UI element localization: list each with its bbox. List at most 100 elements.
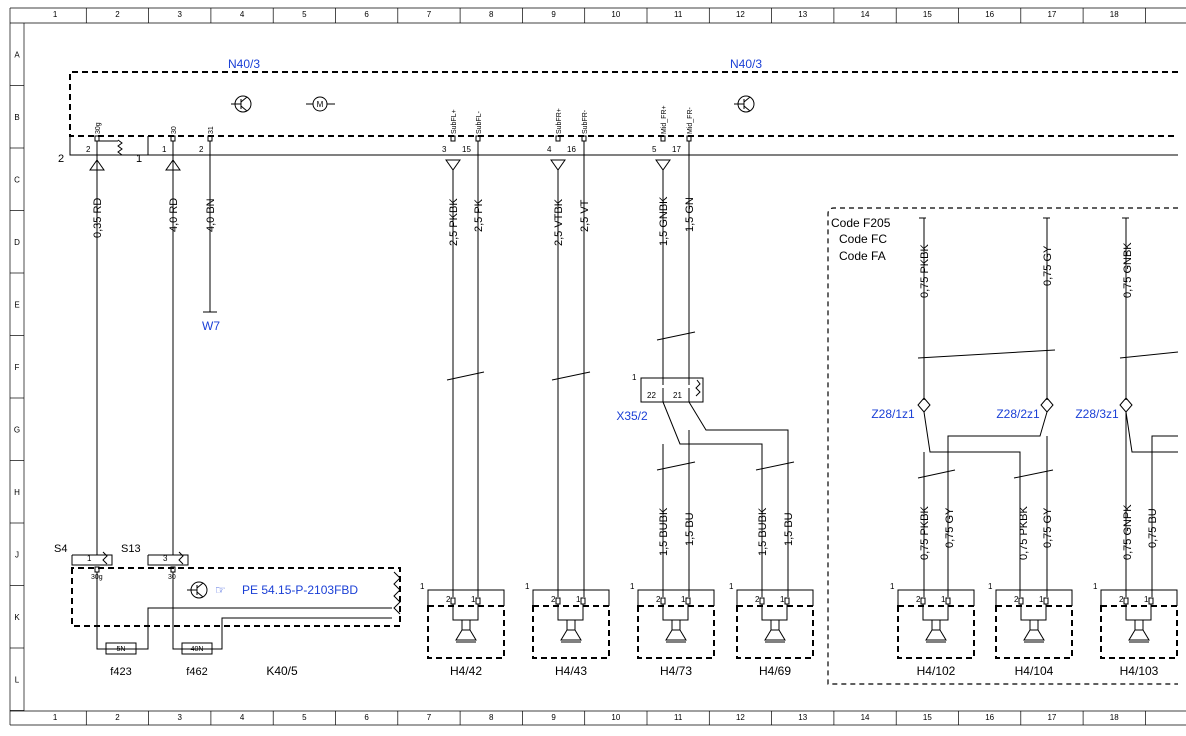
pe-reference-link[interactable]: PE 54.15-P-2103FBD <box>242 583 358 597</box>
grid-column-number: 1 <box>53 10 58 19</box>
grid-row-letter: F <box>15 363 20 372</box>
wire-label: 0,35 RD <box>92 198 104 238</box>
grid-column-number: 10 <box>611 10 620 19</box>
module-pin-terminals <box>94 135 692 156</box>
wire-label: 1,5 BU <box>684 512 696 546</box>
code-line-1: Code F205 <box>831 216 891 230</box>
mid-fr-wiring: 1 22 21 X35/2 <box>616 141 795 597</box>
svg-text:5: 5 <box>652 145 657 154</box>
svg-text:1: 1 <box>576 595 581 604</box>
grid-row-letter: K <box>14 613 20 622</box>
pin-label: Mid_FR- <box>687 106 694 134</box>
svg-text:1: 1 <box>630 582 635 591</box>
grid-column-number: 3 <box>178 713 183 722</box>
pin-label: Mid_FR+ <box>661 105 668 134</box>
z28-3-label: Z28/3z1 <box>1075 407 1119 421</box>
grid-row-letter: J <box>15 550 19 559</box>
wire-labels: 0,35 RD 4,0 RD 4,0 BN 2,5 PKBK 2,5 PK 2,… <box>92 196 1159 560</box>
svg-text:1: 1 <box>988 582 993 591</box>
svg-text:2: 2 <box>755 595 760 604</box>
s4-label: S4 <box>54 543 67 555</box>
svg-text:3: 3 <box>442 145 447 154</box>
module-pin-labels: 30g 30 31 SubFL+ SubFL- SubFR+ SubFR- Mi… <box>95 105 694 134</box>
grid-column-number: 17 <box>1047 10 1056 19</box>
svg-text:1: 1 <box>941 595 946 604</box>
svg-text:5N: 5N <box>117 646 126 653</box>
grid-column-number: 11 <box>674 713 683 722</box>
wire-label: 0,75 GNPK <box>1122 504 1134 560</box>
transistor-icon <box>187 581 208 599</box>
n40-right-label: N40/3 <box>730 57 762 71</box>
grid-column-number: 2 <box>115 10 120 19</box>
svg-text:1: 1 <box>729 582 734 591</box>
fuse-f462 <box>181 642 213 655</box>
connector-strip-2 <box>69 136 1178 156</box>
svg-text:2: 2 <box>446 595 451 604</box>
svg-text:40N: 40N <box>191 646 204 653</box>
grid-row-letter: B <box>14 113 19 122</box>
grid-row-letter: C <box>14 175 20 184</box>
ground-w7-label: W7 <box>202 319 220 333</box>
code-option-region <box>827 207 1178 685</box>
svg-text:H4/104: H4/104 <box>1015 664 1054 678</box>
grid-column-number: 13 <box>798 713 807 722</box>
code-line-2: Code FC <box>839 232 887 246</box>
connector-number-2: 2 <box>58 153 64 165</box>
svg-text:1: 1 <box>780 595 785 604</box>
svg-text:21: 21 <box>673 391 682 400</box>
svg-text:1: 1 <box>525 582 530 591</box>
svg-text:1: 1 <box>1039 595 1044 604</box>
grid-column-number: 7 <box>427 713 432 722</box>
svg-text:H4/73: H4/73 <box>660 664 692 678</box>
grid-row-letter: L <box>15 675 20 684</box>
transistor-icon <box>231 95 252 113</box>
s13-label: S13 <box>121 543 141 555</box>
svg-text:H4/102: H4/102 <box>917 664 956 678</box>
wire-label: 2,5 PK <box>473 198 485 232</box>
code-line-3: Code FA <box>839 249 886 263</box>
k40-label: K40/5 <box>266 664 298 678</box>
grid-column-number: 12 <box>736 10 745 19</box>
wire-label: 0,75 PKBK <box>919 244 931 298</box>
wire-label: 0,75 PKBK <box>1018 506 1030 560</box>
svg-text:30: 30 <box>168 574 176 581</box>
fuse-f462-label: f462 <box>186 666 207 678</box>
grid-column-number: 16 <box>985 10 994 19</box>
wire-label: 0,75 GY <box>1042 245 1054 286</box>
svg-text:1: 1 <box>471 595 476 604</box>
grid-column-number: 10 <box>611 713 620 722</box>
pin-label: SubFR- <box>582 109 589 134</box>
grid-column-number: 6 <box>364 713 369 722</box>
grid-column-number: 12 <box>736 713 745 722</box>
grid-column-number: 9 <box>551 713 556 722</box>
connector-number-1: 1 <box>136 153 142 165</box>
x35-label: X35/2 <box>616 409 648 423</box>
grid-column-number: 5 <box>302 10 307 19</box>
subwoofer-wiring <box>446 141 591 597</box>
speaker-h4-69: 1 2 1H4/69 <box>729 582 814 678</box>
svg-text:2: 2 <box>916 595 921 604</box>
transistor-icon <box>734 95 755 113</box>
wire-label: 1,5 GNBK <box>658 196 670 246</box>
n40-module-outline <box>69 71 1178 137</box>
grid-column-number: 17 <box>1047 713 1056 722</box>
x35-connector-box <box>640 377 704 403</box>
svg-text:H4/69: H4/69 <box>759 664 791 678</box>
grid-row-letter: H <box>14 488 20 497</box>
wire-label: 0,75 GY <box>944 507 956 548</box>
grid-column-number: 6 <box>364 10 369 19</box>
wire-label: 4,0 BN <box>205 198 217 232</box>
svg-text:2: 2 <box>1014 595 1019 604</box>
svg-text:22: 22 <box>647 391 656 400</box>
grid-column-number: 15 <box>923 10 932 19</box>
svg-text:3: 3 <box>163 554 168 563</box>
svg-text:1: 1 <box>681 595 686 604</box>
n40-left-label: N40/3 <box>228 57 260 71</box>
grid-column-number: 18 <box>1110 10 1119 19</box>
grid-column-number: 8 <box>489 10 494 19</box>
grid-column-number: 16 <box>985 713 994 722</box>
z28-2-label: Z28/2z1 <box>996 407 1040 421</box>
